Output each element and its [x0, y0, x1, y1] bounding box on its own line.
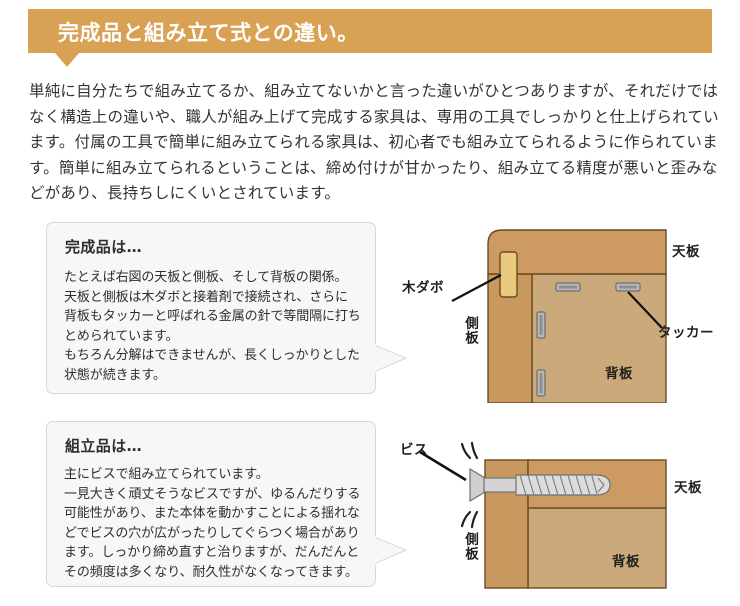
label-side-panel: 側板 — [462, 532, 478, 561]
speech-bubble-assembly-product: 組立品は… 主にビスで組み立てられています。 一見大きく頑丈そうなビスですが、ゆ… — [46, 421, 376, 587]
leader-line-stapler — [627, 291, 663, 329]
speech-bubble-finished-product: 完成品は… たとえば右図の天板と側板、そして背板の関係。 天板と側板は木ダボと接… — [46, 222, 376, 394]
speech-bubble-tail-assembly — [374, 536, 408, 565]
bubble-body-assembly: 主にビスで組み立てられています。 一見大きく頑丈そうなビスですが、ゆるんだりする… — [64, 467, 361, 580]
speech-bubble-tail-finished — [374, 344, 408, 373]
label-screw: ビス — [400, 442, 428, 458]
diagram-assembly-product: ビス 天板 側板 背板 — [400, 430, 740, 602]
header-banner: 完成品と組み立て式との違い。 — [28, 9, 712, 53]
label-side-panel: 側板 — [462, 316, 478, 345]
staple-horizontal-2 — [615, 282, 641, 292]
header-banner-tail — [55, 53, 79, 67]
label-back-panel: 背板 — [612, 554, 640, 570]
label-top-panel: 天板 — [674, 480, 702, 496]
top-panel-shape — [487, 229, 667, 275]
intro-paragraph: 単純に自分たちで組み立てるか、組み立てないかと言った違いがひとつありますが、それ… — [29, 82, 719, 202]
staple-vertical-1 — [536, 311, 546, 339]
label-top-panel: 天板 — [672, 244, 700, 260]
staple-vertical-2 — [536, 369, 546, 397]
bubble-title-assembly: 組立品は… — [65, 437, 143, 455]
page-title: 完成品と組み立て式との違い。 — [58, 21, 359, 45]
motion-arc-icon — [460, 441, 479, 529]
leader-line-screw — [419, 450, 467, 482]
leader-line-dowel — [451, 274, 502, 302]
staple-horizontal-1 — [555, 282, 581, 292]
wooden-dowel-shape — [499, 251, 518, 298]
label-back-panel: 背板 — [605, 366, 633, 382]
bubble-title-finished: 完成品は… — [65, 238, 143, 256]
label-dowel: 木ダボ — [402, 280, 444, 296]
back-panel-shape — [531, 273, 667, 404]
label-stapler: タッカー — [658, 325, 714, 341]
screw-shape — [469, 467, 611, 503]
back-panel-shape — [527, 507, 667, 589]
bubble-body-finished: たとえば右図の天板と側板、そして背板の関係。 天板と側板は木ダボと接着剤で接続さ… — [64, 270, 361, 383]
diagram-finished-product: 木ダボ タッカー 天板 側板 背板 — [400, 218, 740, 404]
